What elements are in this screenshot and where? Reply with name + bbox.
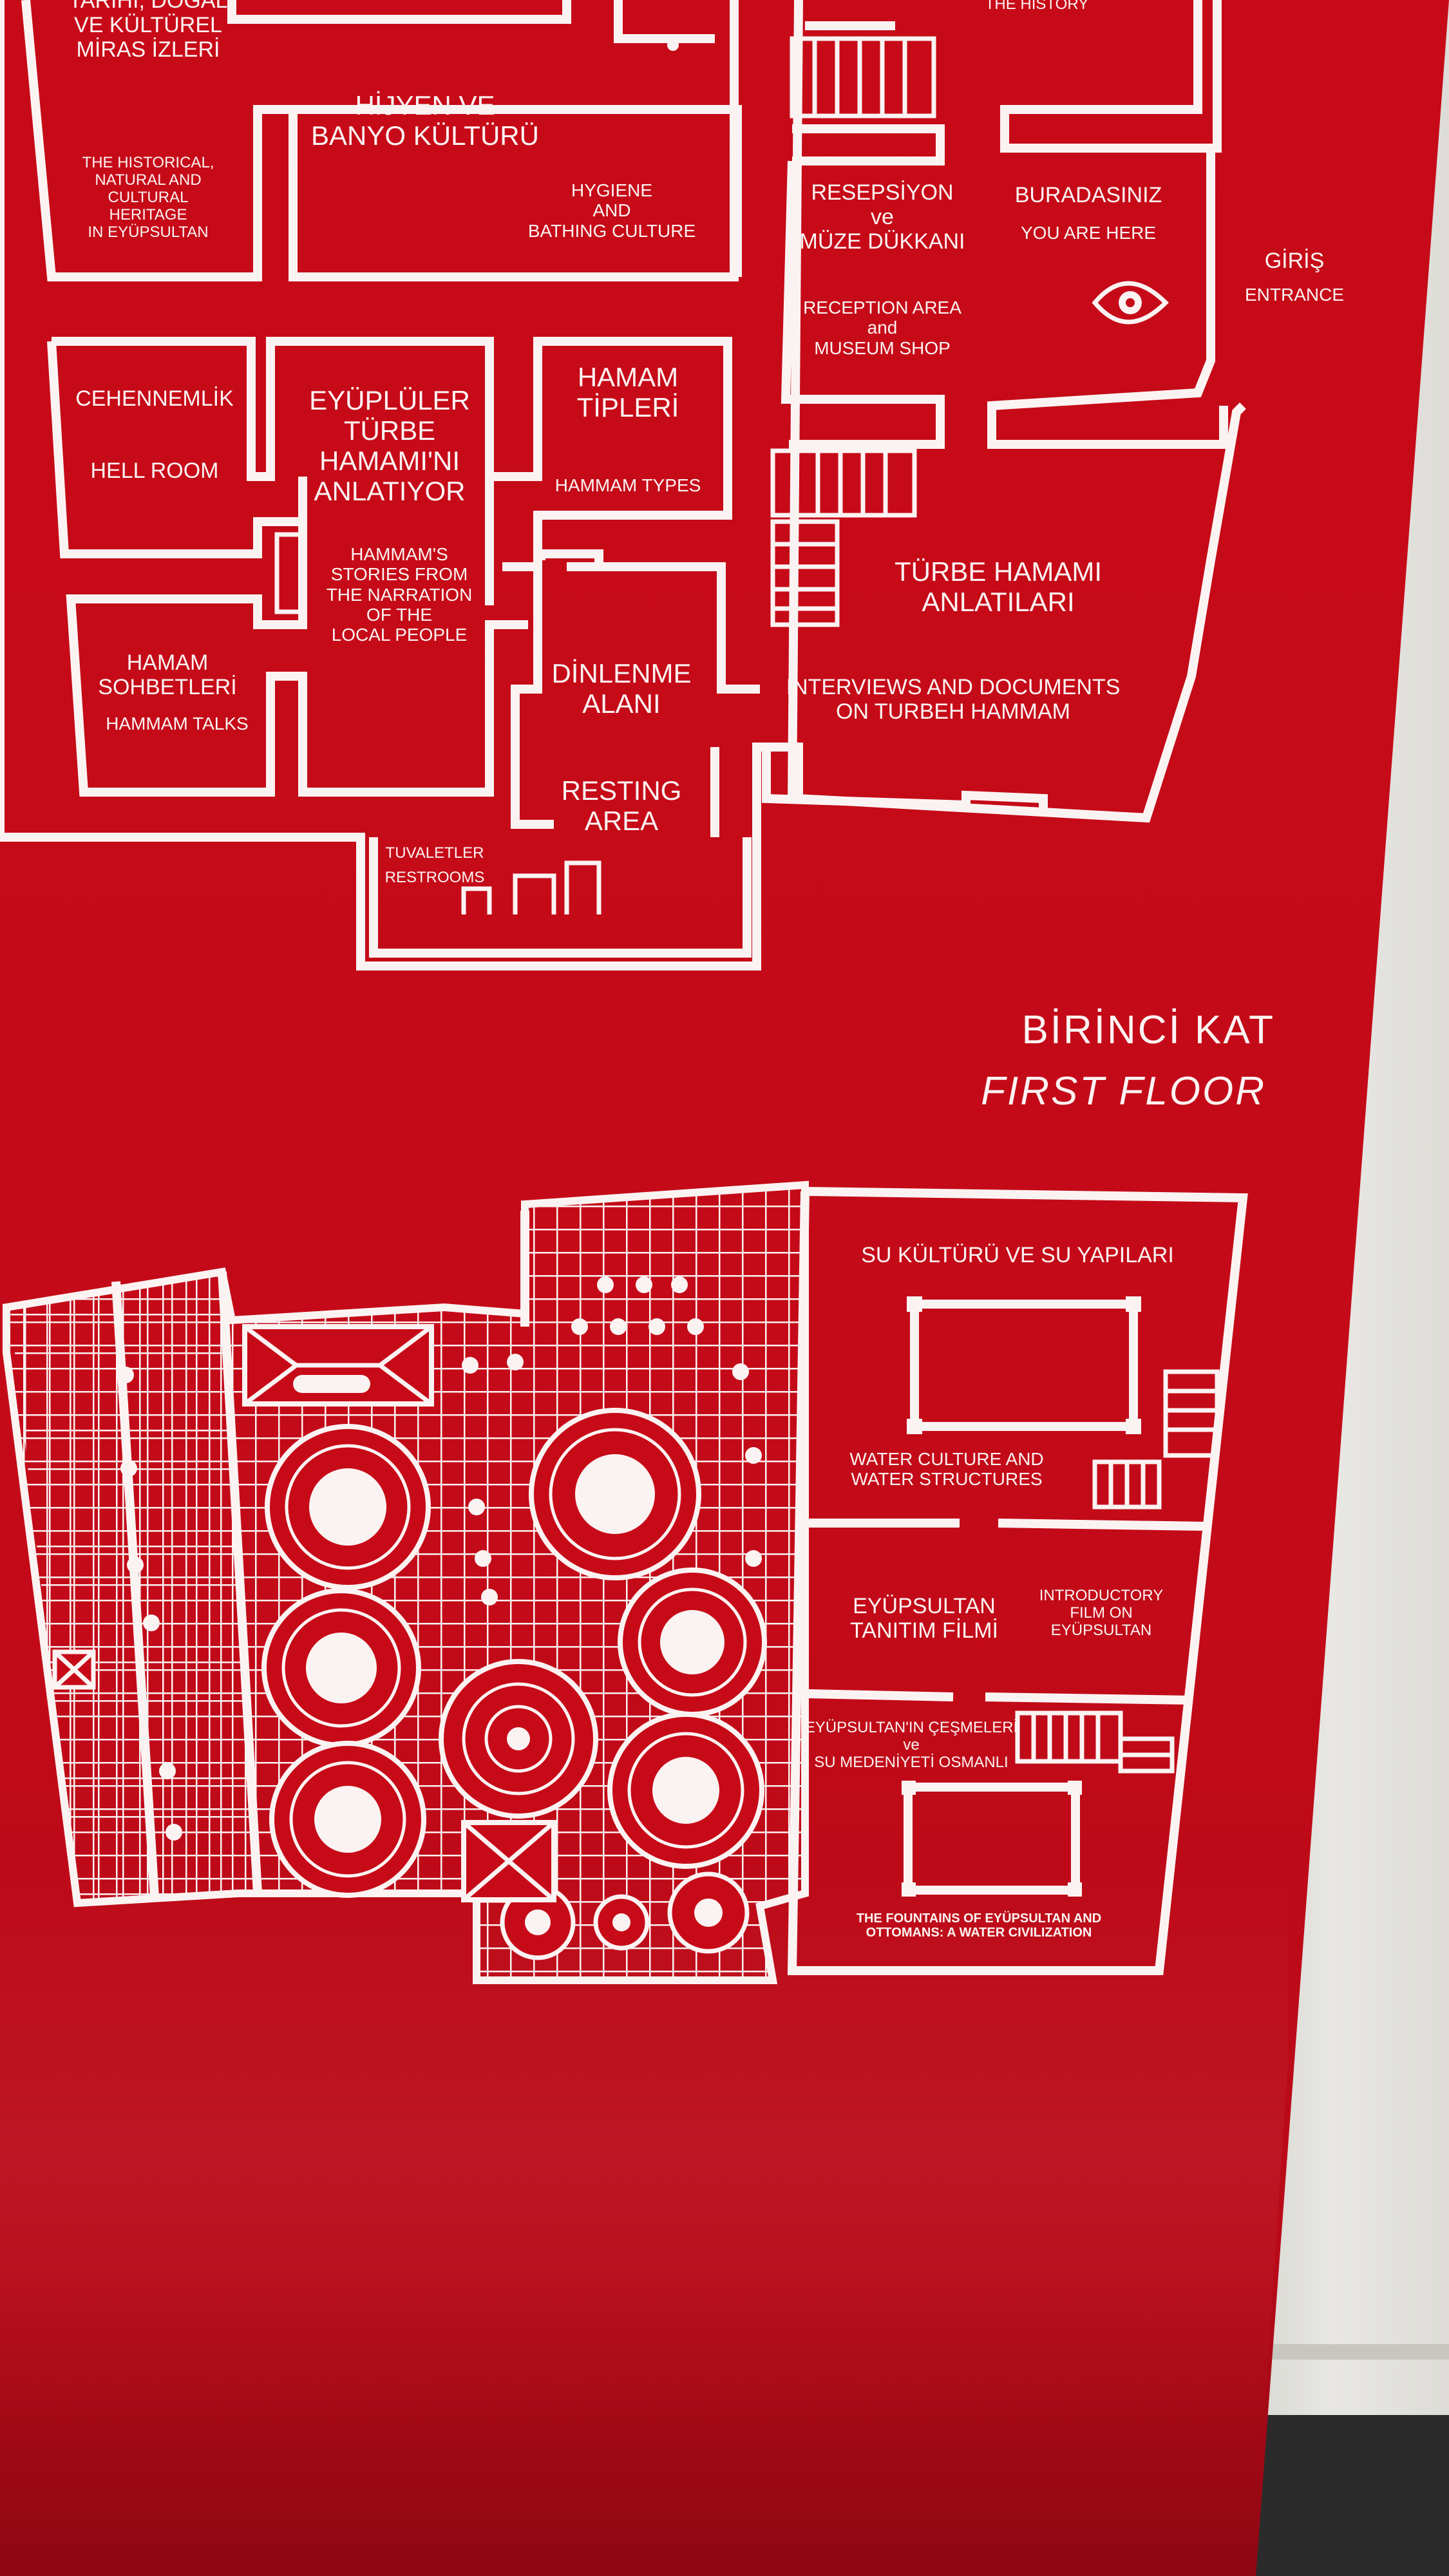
room-hell-en: HELL ROOM bbox=[90, 459, 219, 483]
dome-2 bbox=[529, 1408, 701, 1580]
here-label-en: YOU ARE HERE bbox=[1020, 223, 1157, 243]
wall-baseboard bbox=[1256, 2344, 1449, 2360]
bath-vault-grid bbox=[3, 1180, 809, 1984]
room-reception-en: RECEPTION AREA and MUSEUM SHOP bbox=[803, 298, 961, 358]
marker-dot bbox=[667, 39, 679, 51]
first-floor-plan bbox=[3, 1180, 1248, 1984]
room-types-tr: HAMAM TİPLERİ bbox=[576, 362, 679, 423]
dome-6 bbox=[607, 1712, 764, 1869]
stairs-top bbox=[790, 36, 936, 118]
room-types-en: HAMMAM TYPES bbox=[554, 475, 701, 495]
stairs-fountains bbox=[1015, 1710, 1175, 1774]
dome-1 bbox=[265, 1424, 431, 1590]
room-reception-tr: RESEPSİYON ve MÜZE DÜKKANI bbox=[799, 180, 965, 254]
ground-floor-plan bbox=[0, 0, 1246, 971]
room-locals-tr: EYÜPLÜLER TÜRBE HAMAMI'NI ANLATIYOR bbox=[309, 385, 470, 507]
room-film-tr: EYÜPSULTAN TANITIM FİLMİ bbox=[850, 1594, 998, 1643]
first-floor-title-en: FIRST FLOOR bbox=[981, 1069, 1266, 1113]
room-hygiene-tr: HİJYEN VE BANYO KÜLTÜRÜ bbox=[311, 90, 539, 151]
dome-4 bbox=[618, 1567, 767, 1717]
room-fountains-en: THE FOUNTAINS OF EYÜPSULTAN AND OTTOMANS… bbox=[856, 1911, 1102, 1940]
dome-5 bbox=[439, 1659, 598, 1819]
water-pool bbox=[907, 1296, 1141, 1434]
dome-3 bbox=[261, 1588, 421, 1748]
entrance-label-tr: GİRİŞ bbox=[1264, 249, 1325, 273]
first-floor-title-tr: BİRİNCİ KAT bbox=[1021, 1008, 1275, 1052]
room-water-tr: SU KÜLTÜRÜ VE SU YAPILARI bbox=[861, 1243, 1174, 1267]
room-toilet-tr: TUVALETLER bbox=[385, 844, 484, 862]
eye-icon bbox=[1092, 281, 1169, 325]
room-talks-tr: HAMAM SOHBETLERİ bbox=[98, 650, 237, 700]
dome-7 bbox=[269, 1741, 426, 1898]
room-locals-en: HAMMAM'S STORIES FROM THE NARRATION OF T… bbox=[326, 544, 473, 645]
room-resting-en: RESTING AREA bbox=[561, 775, 682, 837]
room-fountains-tr: EYÜPSULTAN'IN ÇEŞMELERİ ve SU MEDENİYETİ… bbox=[804, 1719, 1018, 1771]
stairs-right bbox=[1092, 1369, 1220, 1510]
room-heritage-en: THE HISTORICAL, NATURAL AND CULTURAL HER… bbox=[82, 154, 214, 241]
room-resting-tr: DİNLENME ALANI bbox=[551, 658, 692, 719]
room-toilet-en: RESTROOMS bbox=[384, 869, 485, 886]
room-turbe-en: INTERVIEWS AND DOCUMENTS ON TURBEH HAMMA… bbox=[786, 675, 1121, 724]
room-heritage-tr: TARİHİ, DOĞAL VE KÜLTÜREL MİRAS İZLERİ bbox=[68, 0, 228, 62]
vault-chambers bbox=[52, 1324, 556, 1902]
room-history-en: THE HISTORY bbox=[985, 0, 1089, 13]
entrance-label-en: ENTRANCE bbox=[1244, 285, 1344, 305]
room-hell-tr: CEHENNEMLİK bbox=[75, 386, 234, 411]
room-water-en: WATER CULTURE AND WATER STRUCTURES bbox=[849, 1449, 1044, 1490]
room-film-en: INTRODUCTORY FILM ON EYÜPSULTAN bbox=[1039, 1587, 1164, 1639]
column-dots bbox=[117, 1276, 762, 1841]
stairs-middle bbox=[770, 448, 917, 627]
room-talks-en: HAMMAM TALKS bbox=[106, 714, 249, 734]
here-label-tr: BURADASINIZ bbox=[1014, 183, 1162, 207]
room-turbe-tr: TÜRBE HAMAMI ANLATILARI bbox=[894, 556, 1102, 618]
fountain-pool bbox=[902, 1781, 1082, 1897]
room-hygiene-en: HYGIENE AND BATHING CULTURE bbox=[527, 180, 696, 241]
